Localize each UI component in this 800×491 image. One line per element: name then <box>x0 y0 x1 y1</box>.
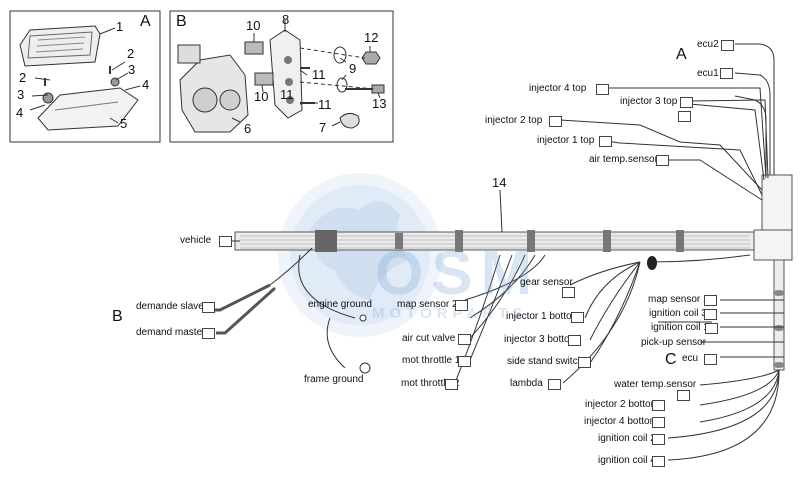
section-c-letter: C <box>665 351 677 368</box>
callout-4b: 4 <box>142 77 150 92</box>
watermark-globe <box>278 173 442 337</box>
connector-ignitioncoil3 <box>704 309 717 320</box>
section-a-letter: A <box>676 46 687 63</box>
label-injector3bottom: injector 3 bottom <box>504 334 578 345</box>
label-ecu: ecu <box>682 353 699 364</box>
label-airtemp: air temp.sensor <box>589 154 658 165</box>
label-injector2bottom: injector 2 bottom <box>585 399 659 410</box>
label-injector2top: injector 2 top <box>485 115 543 126</box>
connector-sidestand <box>578 357 591 368</box>
label-ignitioncoil1: ignition coil 1 <box>651 322 709 333</box>
connector-injector3bottom <box>568 335 581 346</box>
connector-ecu2 <box>721 40 734 51</box>
connector-vehicle <box>219 236 232 247</box>
callout-10b: 10 <box>254 89 269 104</box>
callout-11: 11 <box>312 67 326 82</box>
label-ecu1: ecu1 <box>697 68 719 79</box>
callout-9: 9 <box>349 61 357 76</box>
watermark-subtitle: MOTORPARTS <box>372 305 528 322</box>
label-injector4bottom: injector 4 bottom <box>584 416 658 427</box>
section-b-letter: B <box>112 308 123 325</box>
watermark-logo: OSM <box>375 239 541 308</box>
connector-lambda <box>548 379 561 390</box>
connector-motthrottle1 <box>458 356 471 367</box>
callout-11b: 11 <box>318 97 332 112</box>
connector-injector2top <box>549 116 562 127</box>
label-pickup: pick-up sensor <box>641 337 707 348</box>
callout-8: 8 <box>282 12 290 27</box>
connector-ignitioncoil2 <box>652 434 665 445</box>
connector-injector1bottom <box>571 312 584 323</box>
callout-6: 6 <box>244 121 252 136</box>
connector-ecu <box>704 354 717 365</box>
label-mapsensor2: map sensor 2 <box>397 299 458 310</box>
label-demandmaster: demand master <box>136 327 206 338</box>
label-injector1top: injector 1 top <box>537 135 595 146</box>
connector-mapsensor1 <box>704 295 717 306</box>
callout-3b: 3 <box>128 62 136 77</box>
connector-ignitioncoil4 <box>652 456 665 467</box>
panel-b <box>169 10 394 143</box>
label-injector4top: injector 4 top <box>529 83 587 94</box>
connector-ecu1 <box>720 68 733 79</box>
label-lambda: lambda <box>510 378 543 389</box>
label-frameground: frame ground <box>304 374 364 385</box>
connector-gearsensor <box>562 287 575 298</box>
connector-aircutvalve <box>458 334 471 345</box>
callout-3: 3 <box>17 87 25 102</box>
main-harness <box>212 43 793 461</box>
label-watertemp: water temp.sensor <box>614 379 697 390</box>
label-vehicle: vehicle <box>180 235 212 246</box>
callout-4: 4 <box>16 105 24 120</box>
label-injector3top: injector 3 top <box>620 96 678 107</box>
callout-2b: 2 <box>127 46 135 61</box>
connector-motthrottle2 <box>445 379 458 390</box>
callout-13: 13 <box>372 96 387 111</box>
label-mapsensor1: map sensor 1 <box>648 294 709 305</box>
callout-7: 7 <box>319 120 327 135</box>
label-ignitioncoil3: ignition coil 3 <box>649 308 707 319</box>
connector-mapsensor2 <box>455 300 468 311</box>
label-ecu2: ecu2 <box>697 39 719 50</box>
connector-unlabeled <box>678 111 691 122</box>
callout-2: 2 <box>19 70 27 85</box>
label-aircutvalve: air cut valve <box>402 333 456 344</box>
panel-a <box>9 10 161 143</box>
connector-watertemp <box>677 390 690 401</box>
label-ignitioncoil2: ignition coil 2 <box>598 433 656 444</box>
label-engineground: engine ground <box>308 299 372 310</box>
label-gearsensor: gear sensor <box>520 277 573 288</box>
label-motthrottle2: mot throttle 2 <box>401 378 460 389</box>
panel-a-letter: A <box>140 13 151 30</box>
panel-b-letter: B <box>176 13 187 30</box>
callout-14: 14 <box>492 175 507 190</box>
callout-10: 10 <box>246 18 261 33</box>
label-demandeslave: demande slave <box>136 301 204 312</box>
label-motthrottle1: mot throttle 1 <box>402 355 461 366</box>
label-ignitioncoil4: ignition coil 4 <box>598 455 656 466</box>
callout-1: 1 <box>116 19 124 34</box>
connector-injector4bottom <box>652 417 665 428</box>
label-injector1bottom: injector 1 bottom <box>506 311 580 322</box>
connector-injector2bottom <box>652 400 665 411</box>
callout-12: 12 <box>364 30 379 45</box>
label-sidestand: side stand switch <box>507 356 584 367</box>
connector-demandmaster <box>202 328 215 339</box>
connector-injector4top <box>596 84 609 95</box>
callout-11c: 11 <box>280 87 294 102</box>
connector-airtemp <box>656 155 669 166</box>
connector-ignitioncoil1 <box>705 323 718 334</box>
connector-injector3top <box>680 97 693 108</box>
callout-5: 5 <box>120 116 128 131</box>
connector-injector1top <box>599 136 612 147</box>
connector-demandeslave <box>202 302 215 313</box>
